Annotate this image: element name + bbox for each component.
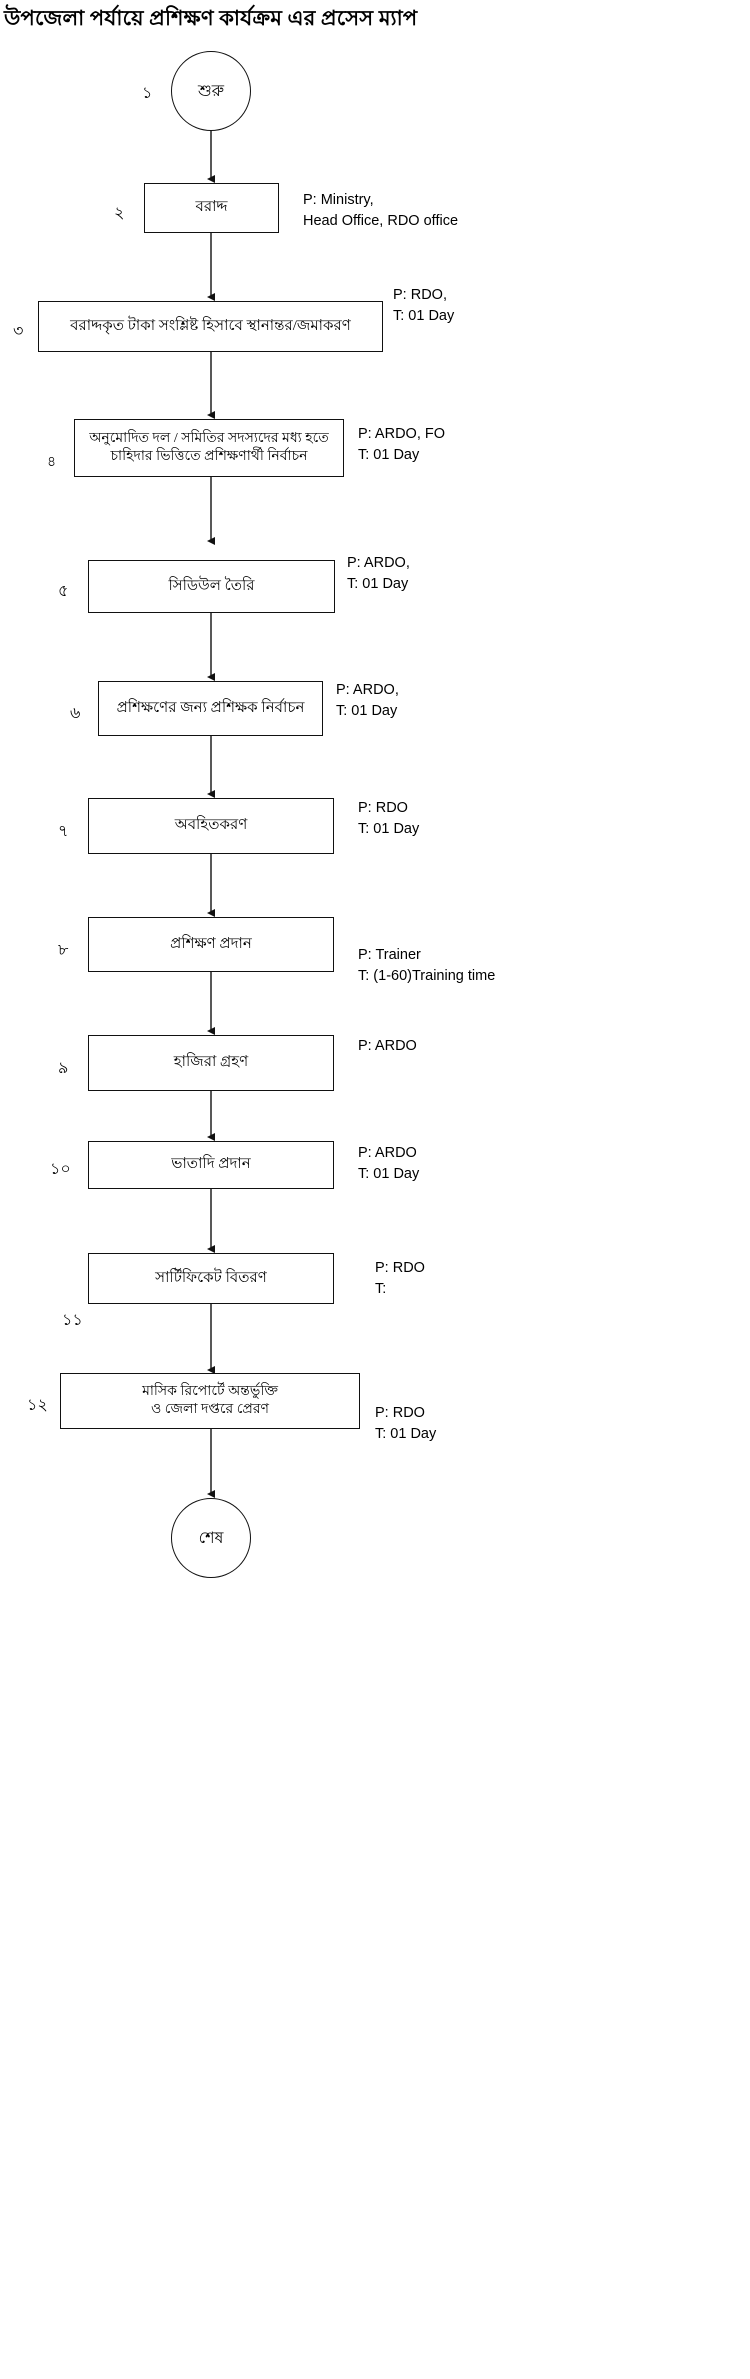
process-node-7[interactable]: অবহিতকরণ xyxy=(88,798,334,854)
seq-label-9: ৯ xyxy=(58,1060,69,1077)
process-node-12-label: মাসিক রিপোর্টে অন্তর্ভুক্তি ও জেলা দপ্তর… xyxy=(142,1384,278,1417)
seq-label-3: ৩ xyxy=(13,323,24,340)
seq-label-2: ২ xyxy=(114,205,125,222)
seq-label-5: ৫ xyxy=(58,583,69,600)
start-node[interactable]: শুরু xyxy=(171,51,251,131)
process-node-10-label: ভাতাদি প্রদান xyxy=(171,1156,251,1173)
annotation-2: P: Ministry, Head Office, RDO office xyxy=(303,192,459,230)
process-node-8[interactable]: প্রশিক্ষণ প্রদান xyxy=(88,917,334,972)
seq-label-4: ৪ xyxy=(47,455,57,470)
annotation-10: P: ARDO T: 01 Day xyxy=(358,1145,420,1183)
page-title: উপজেলা পর্যায়ে প্রশিক্ষণ কার্যক্রম এর প… xyxy=(4,6,418,30)
start-node-label: শুরু xyxy=(197,82,225,100)
annotation-9: P: ARDO xyxy=(358,1038,417,1054)
process-node-12[interactable]: মাসিক রিপোর্টে অন্তর্ভুক্তি ও জেলা দপ্তর… xyxy=(60,1373,360,1429)
process-node-8-label: প্রশিক্ষণ প্রদান xyxy=(170,935,252,952)
seq-label-12: ১২ xyxy=(27,1397,48,1414)
seq-label-10: ১০ xyxy=(50,1161,71,1178)
process-node-5-label: সিডিউল তৈরি xyxy=(168,577,255,594)
process-node-2[interactable]: বরাদ্দ xyxy=(144,183,279,233)
process-node-4[interactable]: অনুমোদিত দল / সমিতির সদস্যদের মধ্য হতে চ… xyxy=(74,419,344,477)
annotation-6: P: ARDO, T: 01 Day xyxy=(336,682,399,720)
process-node-7-label: অবহিতকরণ xyxy=(174,817,248,834)
process-node-9-label: হাজিরা গ্রহণ xyxy=(173,1054,249,1071)
seq-label-8: ৮ xyxy=(58,942,69,959)
end-node[interactable]: শেষ xyxy=(171,1498,251,1578)
process-node-10[interactable]: ভাতাদি প্রদান xyxy=(88,1141,334,1189)
annotation-4: P: ARDO, FO T: 01 Day xyxy=(358,426,446,464)
seq-label-1: ১ xyxy=(142,85,153,102)
process-node-11[interactable]: সার্টিফিকেট বিতরণ xyxy=(88,1253,334,1304)
process-node-3[interactable]: বরাদ্দকৃত টাকা সংশ্লিষ্ট হিসাবে স্থানান্… xyxy=(38,301,383,352)
seq-label-11: ১১ xyxy=(62,1312,83,1329)
annotation-3: P: RDO, T: 01 Day xyxy=(393,287,455,325)
process-node-11-label: সার্টিফিকেট বিতরণ xyxy=(155,1269,267,1286)
annotation-11: P: RDO T: xyxy=(375,1260,425,1298)
annotation-7: P: RDO T: 01 Day xyxy=(358,800,420,838)
annotation-8: P: Trainer T: (1-60)Training time xyxy=(358,947,496,985)
process-node-3-label: বরাদ্দকৃত টাকা সংশ্লিষ্ট হিসাবে স্থানান্… xyxy=(70,317,351,334)
process-node-6[interactable]: প্রশিক্ষণের জন্য প্রশিক্ষক নির্বাচন xyxy=(98,681,323,736)
annotation-12: P: RDO T: 01 Day xyxy=(375,1405,437,1443)
process-node-9[interactable]: হাজিরা গ্রহণ xyxy=(88,1035,334,1091)
process-node-5[interactable]: সিডিউল তৈরি xyxy=(88,560,335,613)
end-node-label: শেষ xyxy=(198,1529,224,1547)
seq-label-7: ৭ xyxy=(58,823,69,840)
process-node-2-label: বরাদ্দ xyxy=(195,199,228,216)
process-node-6-label: প্রশিক্ষণের জন্য প্রশিক্ষক নির্বাচন xyxy=(116,699,305,716)
seq-label-6: ৬ xyxy=(70,705,81,722)
process-node-4-label: অনুমোদিত দল / সমিতির সদস্যদের মধ্য হতে চ… xyxy=(89,431,329,464)
annotation-5: P: ARDO, T: 01 Day xyxy=(347,555,410,593)
